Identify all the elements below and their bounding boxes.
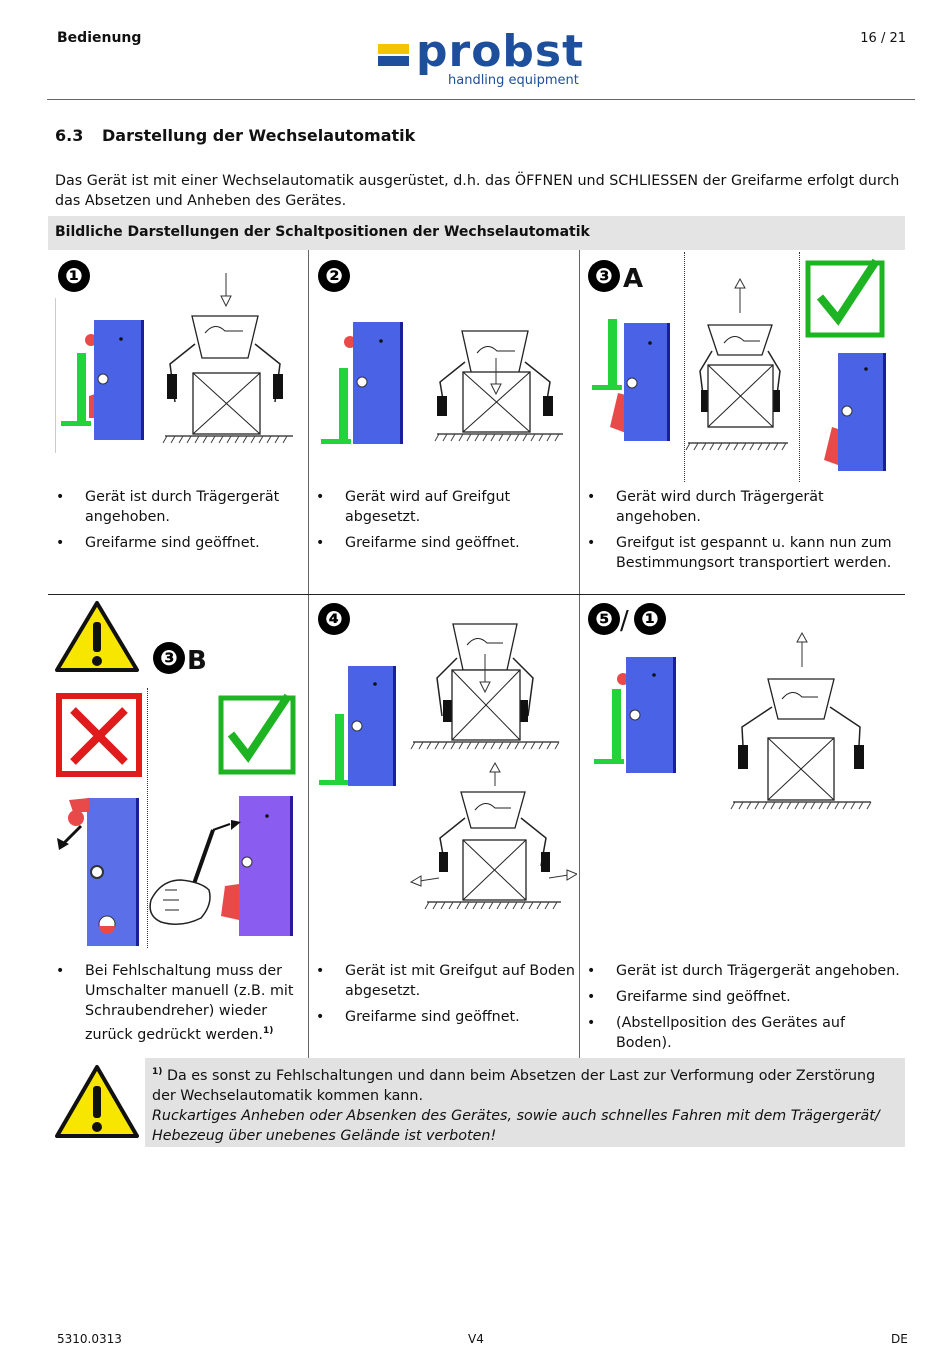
bullet-list-step-2: Gerät wird auf Greifgut abgesetzt. Greif… xyxy=(315,487,575,559)
step-suffix-b: B xyxy=(187,646,207,676)
table-divider xyxy=(579,595,580,1058)
list-item: Greifarme sind geöffnet. xyxy=(315,1007,575,1027)
step-badge-2: ❷ xyxy=(318,260,350,292)
logo-tagline: handling equipment xyxy=(448,73,579,88)
header-divider xyxy=(47,99,915,100)
footnote-mark: 1) xyxy=(262,1026,274,1036)
bullet-list-step-1: Gerät ist durch Trägergerät angehoben. G… xyxy=(55,487,300,559)
list-item: Greifgut ist gespannt u. kann nun zum Be… xyxy=(586,533,901,573)
table-divider xyxy=(579,250,580,594)
doc-number: 5310.0313 xyxy=(57,1332,122,1346)
list-item: Greifarme sind geöffnet. xyxy=(55,533,300,553)
step-separator: / xyxy=(620,606,629,636)
diagram-step-3b xyxy=(56,693,296,946)
doc-language: DE xyxy=(891,1332,908,1346)
probst-logo: probst handling equipment xyxy=(378,26,593,94)
table-divider xyxy=(308,250,309,594)
footnote-box: 1) Da es sonst zu Fehlschaltungen und da… xyxy=(145,1058,905,1147)
safety-warning-text: Ruckartiges Anheben oder Absenken des Ge… xyxy=(152,1107,880,1144)
logo-bar-blue xyxy=(378,56,409,66)
warning-icon xyxy=(55,601,139,672)
dotted-separator xyxy=(684,252,685,482)
step-badge-1: ❶ xyxy=(58,260,90,292)
table-row-divider xyxy=(48,594,905,595)
table-heading: Bildliche Darstellungen der Schaltpositi… xyxy=(48,216,905,250)
table-divider xyxy=(308,595,309,1058)
bullet-list-step-4: Gerät ist mit Greifgut auf Boden abgeset… xyxy=(315,961,575,1033)
diagram-step-2 xyxy=(321,322,563,444)
diagram-step-1 xyxy=(55,273,293,453)
doc-version: V4 xyxy=(468,1332,484,1346)
list-item: Greifarme sind geöffnet. xyxy=(315,533,575,553)
footnote-mark: 1) xyxy=(152,1067,163,1077)
dotted-separator xyxy=(799,252,800,482)
footnote-text: 1) Da es sonst zu Fehlschaltungen und da… xyxy=(152,1067,876,1104)
step-badge-5: ❺ xyxy=(588,603,620,635)
step-badge-3: ❸ xyxy=(588,260,620,292)
list-item: Gerät wird auf Greifgut abgesetzt. xyxy=(315,487,575,527)
page-number: 16 / 21 xyxy=(860,31,906,46)
warning-icon xyxy=(55,1065,139,1138)
header-section-label: Bedienung xyxy=(57,30,142,46)
section-title: Darstellung der Wechselautomatik xyxy=(102,126,416,145)
list-item: Gerät ist durch Trägergerät angehoben. xyxy=(586,961,904,981)
step-badge-4: ❹ xyxy=(318,603,350,635)
list-item: (Abstellposition des Gerätes auf Boden). xyxy=(586,1013,904,1053)
bullet-list-step-5: Gerät ist durch Trägergerät angehoben. G… xyxy=(586,961,904,1059)
diagram-step-3a xyxy=(592,258,886,471)
logo-wordmark: probst xyxy=(416,26,585,77)
diagram-step-4 xyxy=(319,623,577,910)
bullet-list-step-3b: Bei Fehlschaltung muss der Umschalter ma… xyxy=(55,961,305,1051)
list-item: Gerät ist mit Greifgut auf Boden abgeset… xyxy=(315,961,575,1001)
step-suffix-a: A xyxy=(623,264,644,294)
step-badge-1: ❶ xyxy=(634,603,666,635)
diagram-step-5 xyxy=(594,631,872,810)
step-badge-3b: ❸ xyxy=(153,642,185,674)
bullet-list-step-3a: Gerät wird durch Trägergerät angehoben. … xyxy=(586,487,901,579)
section-number: 6.3 xyxy=(55,126,84,145)
intro-paragraph: Das Gerät ist mit einer Wechselautomatik… xyxy=(55,173,900,209)
list-item: Gerät wird durch Trägergerät angehoben. xyxy=(586,487,901,527)
dotted-separator xyxy=(147,688,148,948)
logo-bar-yellow xyxy=(378,44,409,54)
list-item: Gerät ist durch Trägergerät angehoben. xyxy=(55,487,300,527)
list-item: Bei Fehlschaltung muss der Umschalter ma… xyxy=(55,961,305,1045)
list-item: Greifarme sind geöffnet. xyxy=(586,987,904,1007)
